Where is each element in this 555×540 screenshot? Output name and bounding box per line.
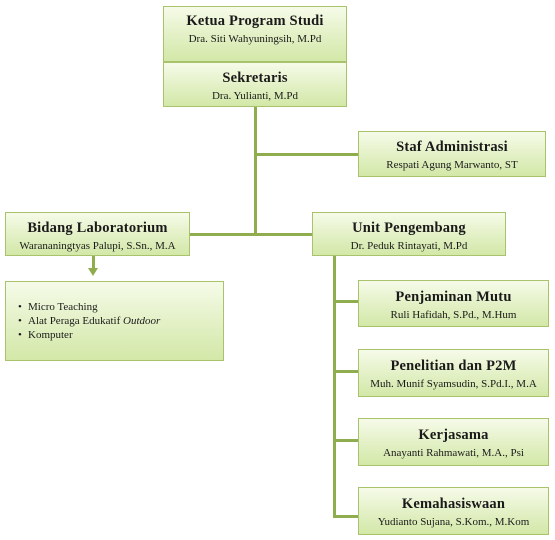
list-item: Alat Peraga Edukatif Outdoor [18,314,223,328]
lab-name: Warananingtyas Palupi, S.Sn., M.A [19,239,176,252]
sub-unit-title: Kerjasama [418,427,489,443]
sub-unit-box-student-affairs: Kemahasiswaan Yudianto Sujana, S.Kom., M… [358,487,549,535]
arrowhead-icon [88,268,98,276]
dev-unit-title: Unit Pengembang [352,220,466,236]
secretary-name: Dra. Yulianti, M.Pd [211,89,299,102]
sub-unit-box-quality: Penjaminan Mutu Ruli Hafidah, S.Pd., M.H… [358,280,549,327]
connector-unit-1 [333,300,358,303]
head-of-program-box: Ketua Program Studi Dra. Siti Wahyunings… [163,6,347,62]
connector-unit-3 [333,439,358,442]
admin-staff-title: Staf Administrasi [396,139,508,155]
head-of-program-title: Ketua Program Studi [186,13,324,29]
secretary-title: Sekretaris [222,70,288,86]
lab-item-2: Alat Peraga Edukatif [28,315,121,327]
sub-unit-name: Muh. Munif Syamsudin, S.Pd.I., M.A [370,377,537,390]
lab-item-1: Micro Teaching [28,301,98,313]
admin-staff-name: Respati Agung Marwanto, ST [386,158,518,171]
connector-unit-2 [333,370,358,373]
lab-item-3: Komputer [28,329,73,341]
connector-level2-horizontal [190,233,312,236]
lab-items-list: Micro Teaching Alat Peraga Edukatif Outd… [18,300,223,342]
sub-unit-name: Anayanti Rahmawati, M.A., Psi [383,446,524,459]
head-of-program-name: Dra. Siti Wahyuningsih, M.Pd [188,32,322,45]
connector-units-vertical [333,256,336,518]
admin-staff-box: Staf Administrasi Respati Agung Marwanto… [358,131,546,177]
sub-unit-title: Penjaminan Mutu [395,289,512,305]
secretary-box: Sekretaris Dra. Yulianti, M.Pd [163,62,347,107]
connector-main-vertical [254,106,257,235]
list-item: Micro Teaching [18,300,223,314]
sub-unit-title: Penelitian dan P2M [390,358,517,374]
lab-box: Bidang Laboratorium Warananingtyas Palup… [5,212,190,256]
dev-unit-name: Dr. Peduk Rintayati, M.Pd [350,239,468,252]
sub-unit-title: Kemahasiswaan [401,496,506,512]
connector-admin-horizontal [254,153,358,156]
connector-unit-4 [333,515,358,518]
lab-items-box: Micro Teaching Alat Peraga Edukatif Outd… [5,281,224,361]
sub-unit-box-research: Penelitian dan P2M Muh. Munif Syamsudin,… [358,349,549,397]
connector-lab-down [92,256,95,270]
lab-item-2-italic: Outdoor [123,315,161,327]
lab-title: Bidang Laboratorium [27,220,168,236]
sub-unit-name: Yudianto Sujana, S.Kom., M.Kom [377,515,530,528]
dev-unit-box: Unit Pengembang Dr. Peduk Rintayati, M.P… [312,212,506,256]
sub-unit-box-cooperation: Kerjasama Anayanti Rahmawati, M.A., Psi [358,418,549,466]
list-item: Komputer [18,328,223,342]
sub-unit-name: Ruli Hafidah, S.Pd., M.Hum [390,308,517,321]
